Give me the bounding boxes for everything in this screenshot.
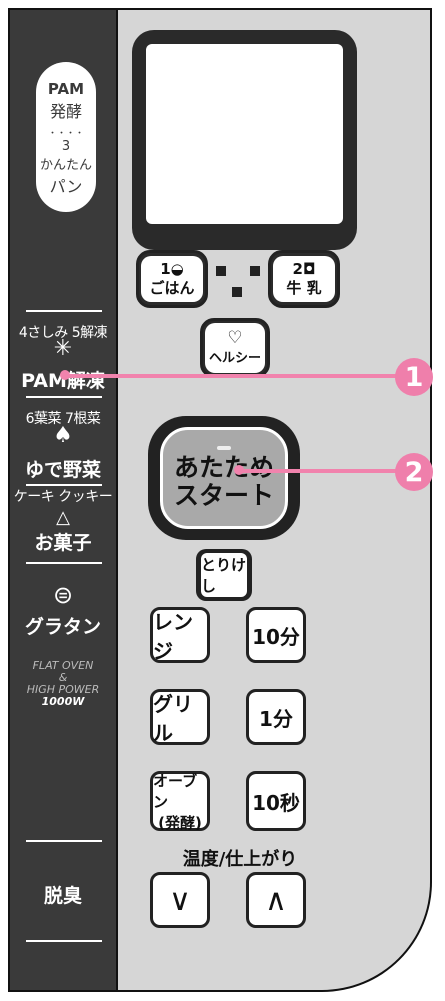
easy-label: かんたん bbox=[39, 158, 92, 173]
leaf-vegetable-icon: ♠ bbox=[53, 423, 73, 448]
chevron-down-icon: ∨ bbox=[169, 882, 191, 918]
heart-icon: ♡ bbox=[227, 328, 243, 348]
rice-button[interactable]: 1◒ ごはん bbox=[141, 256, 203, 302]
deodorize-button[interactable]: 脱臭 bbox=[43, 885, 82, 907]
indicator-square bbox=[232, 287, 242, 297]
sweets-button[interactable]: お菓子 bbox=[34, 532, 92, 554]
milk-button[interactable]: 2◘ 牛 乳 bbox=[273, 256, 335, 302]
ten-minute-label: 10分 bbox=[252, 624, 300, 649]
bread-label: パン bbox=[49, 177, 83, 196]
callout-line-1 bbox=[66, 374, 398, 378]
milk-label: 牛 乳 bbox=[286, 278, 322, 297]
range-button[interactable]: レンジ bbox=[150, 607, 210, 663]
flat-oven-line2: & bbox=[58, 671, 68, 684]
indicator-square bbox=[216, 266, 226, 276]
chevron-up-icon: ∧ bbox=[265, 882, 287, 918]
ten-second-label: 10秒 bbox=[252, 790, 300, 815]
ferment-label: 発酵 bbox=[49, 102, 82, 121]
one-minute-button[interactable]: 1分 bbox=[246, 689, 306, 745]
defrost-top-label: 4さしみ 5解凍 bbox=[18, 325, 108, 341]
callout-line-2 bbox=[240, 469, 398, 473]
callout-dot-2 bbox=[234, 465, 244, 475]
gratin-button[interactable]: グラタン bbox=[24, 616, 101, 638]
milk-number: 2 bbox=[292, 259, 303, 278]
rice-bowl-icon: ◒ bbox=[170, 259, 184, 278]
grill-button[interactable]: グリル bbox=[150, 689, 210, 745]
start-indicator bbox=[217, 446, 231, 450]
cake-icon: △ bbox=[56, 507, 70, 528]
start-label-line1: あたため bbox=[173, 453, 274, 482]
rice-label: ごはん bbox=[149, 278, 195, 297]
snowflake-icon: ✳ bbox=[53, 336, 73, 361]
down-button[interactable]: ∨ bbox=[150, 872, 210, 928]
indicator-square bbox=[250, 266, 260, 276]
divider bbox=[26, 310, 102, 312]
pam-label: PAM bbox=[47, 80, 85, 98]
lcd-display bbox=[146, 44, 343, 224]
divider bbox=[26, 484, 102, 486]
healthy-label: ヘルシー bbox=[208, 351, 261, 366]
divider bbox=[26, 940, 102, 942]
sweets-top-label: ケーキ クッキー bbox=[13, 489, 113, 505]
menu-number-3: 3 bbox=[61, 139, 71, 154]
rice-number: 1 bbox=[160, 259, 171, 278]
temperature-finish-label: 温度/仕上がり bbox=[182, 849, 298, 870]
divider bbox=[26, 562, 102, 564]
boiled-veg-button[interactable]: ゆで野菜 bbox=[24, 459, 101, 481]
warm-start-button[interactable]: あたため スタート bbox=[160, 427, 288, 529]
start-label-line2: スタート bbox=[173, 481, 274, 510]
veg-top-label: 6葉菜 7根菜 bbox=[25, 411, 101, 427]
divider bbox=[26, 396, 102, 398]
flat-oven-badge: FLAT OVEN & HIGH POWER 1000W bbox=[8, 660, 118, 708]
grill-label: グリル bbox=[153, 692, 193, 745]
up-button[interactable]: ∧ bbox=[246, 872, 306, 928]
oven-button[interactable]: オーブン (発酵) bbox=[150, 771, 210, 832]
gratin-dish-icon: ⊜ bbox=[52, 581, 74, 609]
separator-dots: ・・・・ bbox=[47, 129, 84, 139]
callout-2: 2 bbox=[395, 453, 433, 491]
ten-second-button[interactable]: 10秒 bbox=[246, 771, 306, 831]
divider bbox=[26, 840, 102, 842]
one-minute-label: 1分 bbox=[259, 706, 293, 731]
flat-oven-power: 1000W bbox=[41, 695, 85, 708]
healthy-button[interactable]: ♡ ヘルシー bbox=[205, 323, 265, 373]
callout-1: 1 bbox=[395, 358, 433, 396]
callout-dot-1 bbox=[60, 370, 70, 380]
milk-cup-icon: ◘ bbox=[302, 259, 316, 278]
flat-oven-line1: FLAT OVEN bbox=[32, 659, 94, 672]
range-label: レンジ bbox=[153, 610, 193, 663]
oven-label: オーブン bbox=[153, 771, 198, 811]
pam-ferment-button[interactable]: PAM 発酵 ・・・・ 3 かんたん パン bbox=[36, 62, 96, 212]
ten-minute-button[interactable]: 10分 bbox=[246, 607, 306, 663]
flat-oven-line3: HIGH POWER bbox=[26, 683, 100, 696]
ferment-sub-label: (発酵) bbox=[158, 813, 202, 832]
cancel-button[interactable]: とりけし bbox=[201, 553, 247, 597]
